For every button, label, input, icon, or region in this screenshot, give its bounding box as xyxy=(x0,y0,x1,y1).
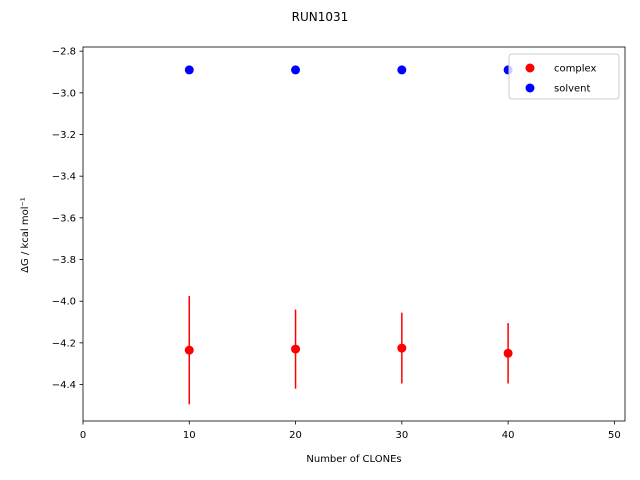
x-tick-label: 50 xyxy=(608,430,621,441)
x-tick-label: 20 xyxy=(289,430,302,441)
point-solvent xyxy=(291,65,301,75)
y-tick-label: −3.8 xyxy=(52,255,76,266)
point-complex xyxy=(503,348,513,358)
legend-marker-solvent xyxy=(525,83,535,93)
point-complex xyxy=(184,345,194,355)
y-tick-label: −3.6 xyxy=(52,213,76,224)
legend-marker-complex xyxy=(525,63,535,73)
y-tick-label: −2.8 xyxy=(52,47,76,58)
x-tick-label: 30 xyxy=(395,430,408,441)
y-tick-label: −3.0 xyxy=(52,88,76,99)
point-complex xyxy=(291,344,301,354)
point-solvent xyxy=(397,65,407,75)
x-tick-label: 10 xyxy=(183,430,196,441)
point-complex xyxy=(397,343,407,353)
x-axis: 0 10 20 30 40 50 xyxy=(80,421,621,441)
y-axis-label: ΔG / kcal mol⁻¹ xyxy=(20,197,31,273)
legend-label-solvent: solvent xyxy=(554,84,591,95)
x-tick-label: 0 xyxy=(80,430,86,441)
legend-label-complex: complex xyxy=(554,64,596,75)
y-axis: −4.4 −4.2 −4.0 −3.8 −3.6 −3.4 −3.2 −3.0 −2.8 xyxy=(52,47,83,391)
y-tick-label: −3.4 xyxy=(52,172,76,183)
y-tick-label: −4.2 xyxy=(52,338,76,349)
legend: complex solvent xyxy=(508,53,620,100)
y-tick-label: −4.0 xyxy=(52,297,76,308)
y-tick-label: −3.2 xyxy=(52,130,76,141)
plot-area xyxy=(82,46,626,422)
x-axis-label: Number of CLONEs xyxy=(306,454,401,465)
point-solvent xyxy=(184,65,194,75)
legend-box xyxy=(508,53,620,100)
data-points xyxy=(184,65,513,358)
chart-title: RUN1031 xyxy=(292,10,349,24)
x-tick-label: 40 xyxy=(502,430,515,441)
axes-frame xyxy=(82,46,626,422)
y-tick-label: −4.4 xyxy=(52,380,76,391)
